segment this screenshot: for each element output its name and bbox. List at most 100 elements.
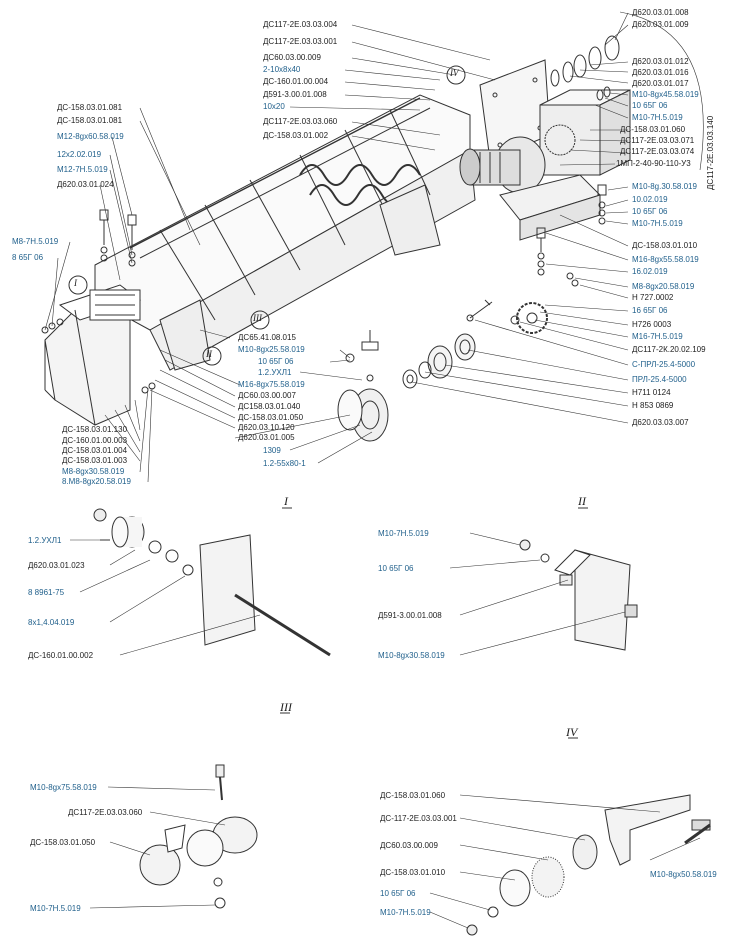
part-label: Д620.03.01.024	[57, 180, 114, 189]
part-label: ДС117-2Е.03.03.071	[620, 136, 695, 145]
detail-iii-label: ДС117-2Е.03.03.060	[68, 808, 143, 817]
part-label: ДС-158.03.01.081	[57, 116, 123, 125]
detail-i-title: I	[284, 494, 288, 508]
part-label: Д620.03.01.008	[632, 8, 689, 17]
part-label: 16.02.019	[632, 267, 668, 276]
part-label: 8 65Г 06	[12, 253, 44, 262]
part-label: 10 65Г 06	[632, 101, 668, 110]
part-label: 12х2.02.019	[57, 150, 102, 159]
part-label: М12-8gх60.58.019	[57, 132, 124, 141]
part-label: М16-8gх55.58.019	[632, 255, 699, 264]
part-label: ДС65.41.08.015	[238, 333, 296, 342]
part-label: 8.М8-8gх20.58.019	[62, 477, 131, 486]
part-label: М16-7Н.5.019	[632, 332, 683, 341]
vertical-part-label: ДС117-2Е.03.03.140	[706, 115, 715, 190]
part-label: 16 65Г 06	[632, 306, 668, 315]
sprocket-bearing-group	[337, 299, 548, 442]
detail-ii-label: М10-8gх30.58.019	[378, 651, 445, 660]
part-label: ДС117-2Е.03.03.060	[263, 117, 338, 126]
part-label: ДС-158.03.01.060	[620, 125, 686, 134]
part-label: Н711 0124	[632, 388, 671, 397]
detail-ii-label: 10 65Г 06	[378, 564, 414, 573]
part-label: Д620.03.03.007	[632, 418, 689, 427]
part-label: Н 853 0869	[632, 401, 674, 410]
part-label: Д620.03.01.016	[632, 68, 689, 77]
drive-fasteners	[536, 184, 607, 287]
detail-iv-label: М10-8gх50.58.019	[650, 870, 717, 879]
detail-i-label: 8х1,4.04.019	[28, 618, 75, 627]
callout-iii: III	[253, 313, 262, 323]
detail-i-label: ДС-160.01.00.002	[28, 651, 94, 660]
part-label: ДС-160.01.00.004	[263, 77, 329, 86]
part-label: 1.2-55х80-1	[263, 459, 306, 468]
detail-ii-drawing	[449, 507, 638, 656]
detail-iv-drawing	[429, 737, 711, 936]
part-label: М10-8gх45.58.019	[632, 90, 699, 99]
left-fasteners	[41, 209, 156, 394]
part-label: Д591-3.00.01.008	[263, 90, 327, 99]
part-label: М8-7Н.5.019	[12, 237, 59, 246]
detail-iv-title: IV	[566, 725, 578, 739]
part-label: М16-8gх75.58.019	[238, 380, 305, 389]
part-label: ДС117-2Е.03.03.004	[263, 20, 338, 29]
part-label: ДС-158.03.01.004	[62, 446, 128, 455]
part-label: ДС158.03.01.040	[238, 402, 301, 411]
part-label: 10х20	[263, 102, 285, 111]
part-label: Д620.03.10.120	[238, 423, 295, 432]
part-label: ДС-158.03.01.003	[62, 456, 128, 465]
part-label: Д620.03.01.009	[632, 20, 689, 29]
part-label: ДС-158.03.01.002	[263, 131, 329, 140]
part-label: ДС117-2К.20.02.109	[632, 345, 706, 354]
part-label: Д620.03.01.017	[632, 79, 689, 88]
part-label: ДС-158.03.01.130	[62, 425, 128, 434]
leader-lines	[44, 12, 629, 483]
conveyor-trough	[94, 94, 476, 371]
part-label: Н726 0003	[632, 320, 672, 329]
part-label: Д620.03.01.005	[238, 433, 295, 442]
detail-iii-label: М10-7Н.5.019	[30, 904, 81, 913]
part-label: ДС117-2Е.03.03.074	[620, 147, 695, 156]
detail-iv-label: 10 65Г 06	[380, 889, 416, 898]
detail-i-label: 1.2.УХЛ1	[28, 536, 62, 545]
part-label: ДС60.03.00.009	[263, 53, 321, 62]
detail-i-label: Д620.03.01.023	[28, 561, 85, 570]
callout-ii: II	[206, 349, 212, 359]
inlet-hopper	[44, 284, 142, 426]
detail-iv-label: М10-7Н.5.019	[380, 908, 431, 917]
part-label: М10-8gх25.58.019	[238, 345, 305, 354]
drive-unit	[459, 35, 631, 241]
part-label: М10-8g.30.58.019	[632, 182, 697, 191]
detail-iii-label: ДС-158.03.01.050	[30, 838, 96, 847]
detail-ii-label: М10-7Н.5.019	[378, 529, 429, 538]
detail-iv-label: ДС-158.03.01.010	[380, 868, 446, 877]
part-label: М8-8gх20.58.019	[632, 282, 695, 291]
detail-iv-label: ДС60.03.00.009	[380, 841, 438, 850]
part-label: ДС117-2Е.03.03.001	[263, 37, 338, 46]
part-label: ДС-158.03.01.050	[238, 413, 304, 422]
detail-iv-label: ДС-117-2Е.03.03.001	[380, 814, 457, 823]
part-label: М10-7Н.5.019	[632, 219, 683, 228]
detail-iii-title: III	[280, 700, 292, 714]
part-label: 10.02.019	[632, 195, 668, 204]
part-label: ДС-158.03.01.081	[57, 103, 123, 112]
part-label: 1.2.УХЛ1	[258, 368, 292, 377]
part-label: ДС-160.01.00.003	[62, 436, 128, 445]
part-label: 1МП-2-40-90-110-У3	[616, 159, 691, 168]
part-label: М8-8gх30.58.019	[62, 467, 125, 476]
detail-iii-drawing	[89, 712, 290, 909]
part-label: ДС60.03.00.007	[238, 391, 296, 400]
part-label: ДС-158.03.01.010	[632, 241, 698, 250]
part-label: М12-7Н.5.019	[57, 165, 108, 174]
detail-ii-label: Д591-3.00.01.008	[378, 611, 442, 620]
detail-i-label: 8 8961-75	[28, 588, 65, 597]
part-label: ПРЛ-25.4-5000	[632, 375, 687, 384]
detail-i-drawing	[70, 507, 331, 657]
part-label: М10-7Н.5.019	[632, 113, 683, 122]
part-label: С-ПРЛ-25.4-5000	[632, 360, 696, 369]
detail-ii-title: II	[578, 494, 586, 508]
detail-iii-label: М10-8gх75.58.019	[30, 783, 97, 792]
part-label: 10 65Г 06	[258, 357, 294, 366]
part-label: 1309	[263, 446, 281, 455]
